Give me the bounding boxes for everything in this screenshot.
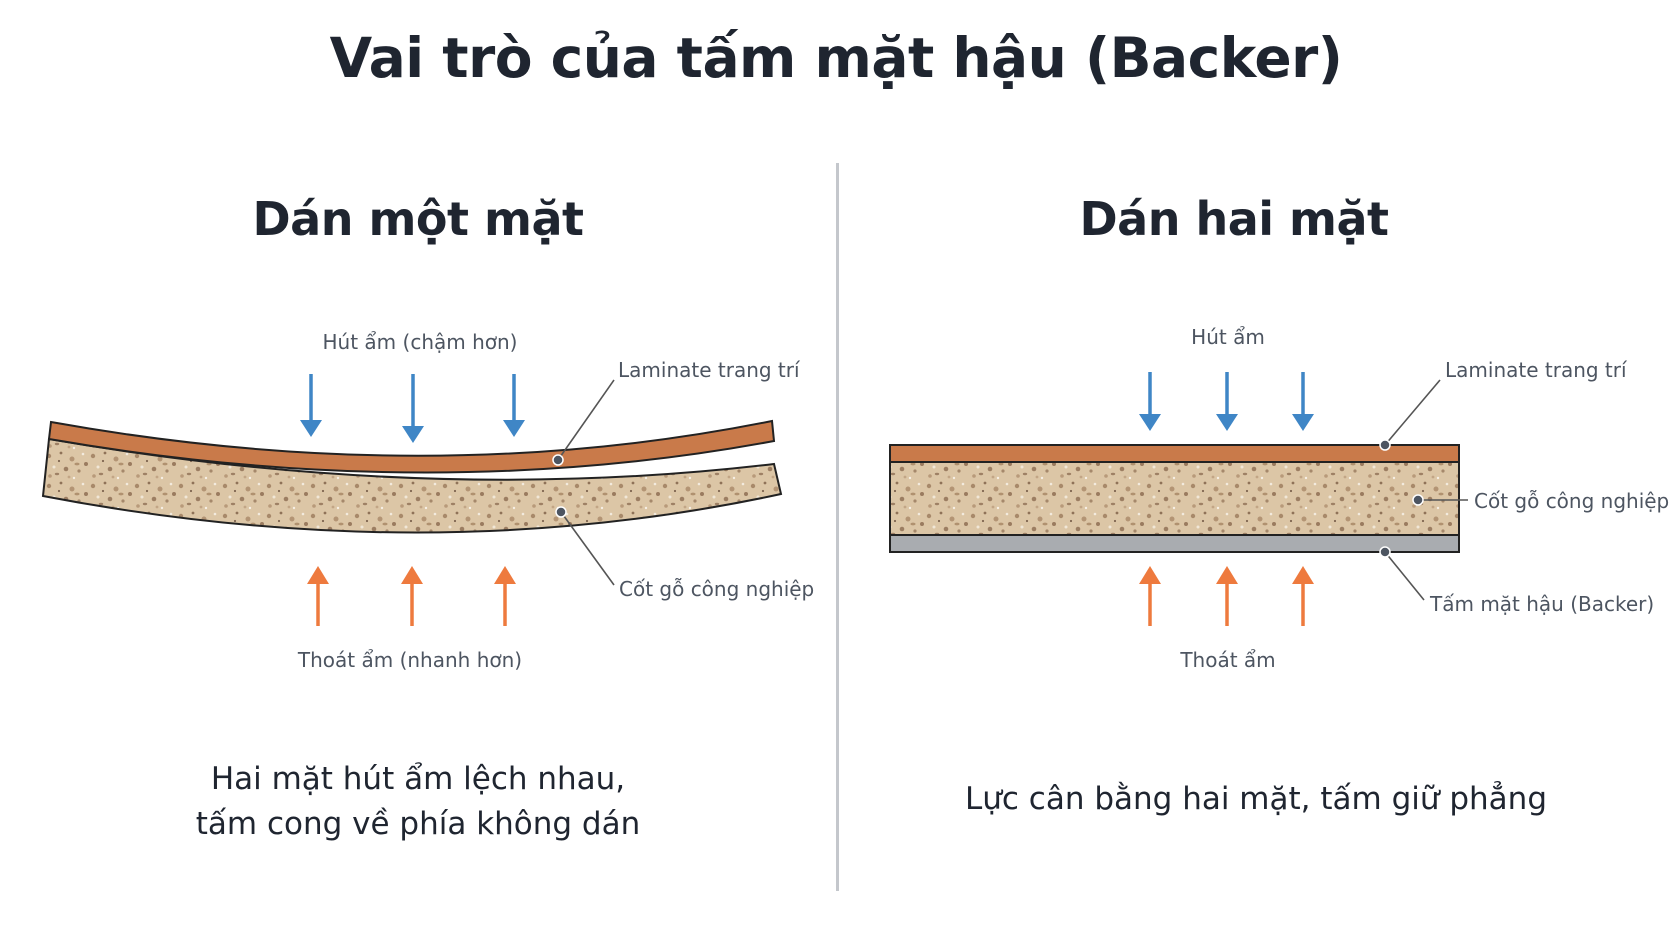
left-board-core	[41, 437, 783, 534]
right-board-core	[889, 461, 1460, 536]
right-moisture-in-label: Hút ẩm	[1191, 325, 1265, 349]
left-caption-line-2: tấm cong về phía không dán	[195, 806, 641, 842]
left-caption-line-1: Hai mặt hút ẩm lệch nhau,	[210, 761, 626, 797]
right-moisture-in-arrows	[1139, 372, 1314, 431]
right-callouts	[1379, 379, 1468, 601]
right-board	[889, 444, 1460, 553]
right-board-backer	[889, 534, 1460, 553]
right-moisture-out-arrows	[1139, 566, 1314, 626]
right-board-laminate	[889, 444, 1460, 463]
panel-divider	[836, 163, 839, 891]
right-panel-title: Dán hai mặt	[1079, 192, 1389, 246]
right-caption: Lực cân bằng hai mặt, tấm giữ phẳng	[964, 781, 1548, 817]
right-laminate-label: Laminate trang trí	[1445, 358, 1627, 382]
left-board	[41, 419, 783, 534]
left-moisture-in-arrows	[300, 374, 525, 443]
left-callouts	[552, 379, 615, 586]
left-board-laminate	[47, 419, 776, 474]
left-moisture-in-label: Hút ẩm (chậm hơn)	[322, 330, 518, 354]
left-panel-title: Dán một mặt	[252, 192, 585, 246]
right-core-label: Cốt gỗ công nghiệp	[1474, 489, 1670, 513]
left-moisture-out-arrows	[307, 566, 516, 626]
left-laminate-label: Laminate trang trí	[618, 358, 800, 382]
left-core-label: Cốt gỗ công nghiệp	[619, 577, 815, 601]
right-backer-label: Tấm mặt hậu (Backer)	[1430, 592, 1655, 616]
right-moisture-out-label: Thoát ẩm	[1180, 648, 1276, 672]
left-moisture-out-label: Thoát ẩm (nhanh hơn)	[297, 648, 523, 672]
left-caption: Hai mặt hút ẩm lệch nhau, tấm cong về ph…	[196, 757, 641, 847]
main-title: Vai trò của tấm mặt hậu (Backer)	[329, 26, 1343, 90]
